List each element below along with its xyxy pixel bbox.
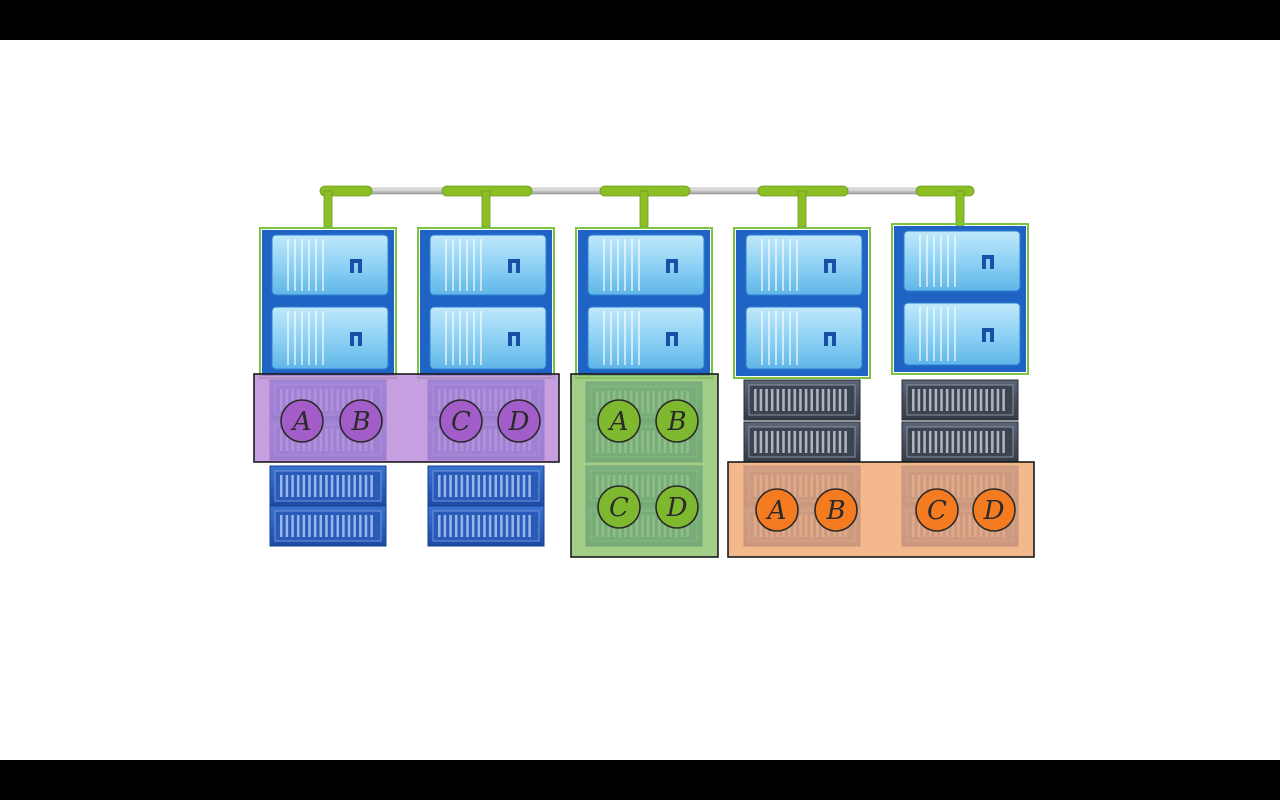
vendor-logo-icon xyxy=(824,259,836,273)
pool-green-disk-c: C xyxy=(597,485,641,529)
disk-label: A xyxy=(608,407,629,437)
disk-label: B xyxy=(350,407,370,437)
pool-green-disk-a: A xyxy=(597,399,641,443)
node-4-shelf-2 xyxy=(743,421,861,463)
node-5-controller-top xyxy=(894,226,1026,298)
pool-purple-disk-c: C xyxy=(439,399,483,443)
disk-icon xyxy=(755,488,799,532)
disk-icon xyxy=(655,485,699,529)
pool-green-frame xyxy=(570,373,719,558)
node-2-shelf-3 xyxy=(427,465,545,507)
disk-icon xyxy=(814,488,858,532)
node-1-shelf-4 xyxy=(269,505,387,547)
node-4-shelf-1 xyxy=(743,379,861,421)
node-2-controller-bottom xyxy=(420,302,552,376)
disk-icon xyxy=(655,399,699,443)
vendor-logo-icon xyxy=(982,328,994,342)
node-5-controller-bottom xyxy=(894,298,1026,372)
disk-icon xyxy=(597,485,641,529)
node-3-controller-bottom xyxy=(578,302,710,376)
disk-label: B xyxy=(666,407,686,437)
disk-icon xyxy=(597,399,641,443)
disk-label: D xyxy=(666,493,688,523)
disk-label: A xyxy=(291,407,312,437)
controller-outline xyxy=(891,223,1029,375)
vendor-logo-icon xyxy=(350,259,362,273)
node-4-controller-bottom xyxy=(736,302,868,376)
disk-label: D xyxy=(508,407,530,437)
vendor-logo-icon xyxy=(666,332,678,346)
node-2-controller-top xyxy=(420,230,552,302)
pool-green: A B C D xyxy=(570,373,719,558)
vendor-logo-icon xyxy=(824,332,836,346)
disk-label: D xyxy=(983,496,1005,526)
node-1-controller-bottom xyxy=(262,302,394,376)
vendor-logo-icon xyxy=(350,332,362,346)
node-1-uplink xyxy=(323,190,333,228)
node-1-controller-top xyxy=(262,230,394,302)
disk-icon xyxy=(339,399,383,443)
node-2-shelf-4 xyxy=(427,505,545,547)
node-5-shelf-2 xyxy=(901,421,1019,463)
node-5-uplink xyxy=(955,190,965,228)
vendor-logo-icon xyxy=(982,255,994,269)
disk-label: C xyxy=(927,496,947,526)
node-3-controller-top xyxy=(578,230,710,302)
pool-purple-disk-d: D xyxy=(497,399,541,443)
node-1-shelf-3 xyxy=(269,465,387,507)
disk-icon xyxy=(280,399,324,443)
node-3-uplink xyxy=(639,190,649,228)
interconnect-segment xyxy=(319,185,373,197)
disk-icon xyxy=(439,399,483,443)
pool-green-disk-d: D xyxy=(655,485,699,529)
node-5-shelf-1 xyxy=(901,379,1019,421)
pool-green-disk-b: B xyxy=(655,399,699,443)
cluster-interconnect xyxy=(319,185,975,228)
diagram-canvas: A B C D A B C D A B C D xyxy=(0,40,1280,760)
interconnect-segment xyxy=(915,185,975,197)
vendor-logo-icon xyxy=(508,332,520,346)
node-4-uplink xyxy=(797,190,807,228)
node-2-uplink xyxy=(481,190,491,228)
disk-label: C xyxy=(609,493,629,523)
disk-icon xyxy=(915,488,959,532)
vendor-logo-icon xyxy=(508,259,520,273)
pool-orange-disk-b: B xyxy=(814,488,858,532)
pool-orange: A B C D xyxy=(727,461,1035,558)
disk-icon xyxy=(497,399,541,443)
pool-orange-disk-c: C xyxy=(915,488,959,532)
pool-purple: A B C D xyxy=(253,373,560,463)
disk-label: C xyxy=(451,407,471,437)
disk-label: A xyxy=(766,496,787,526)
pool-orange-disk-d: D xyxy=(972,488,1016,532)
disk-icon xyxy=(972,488,1016,532)
disk-pools: A B C D A B C D A B C D xyxy=(253,373,1035,558)
node-4-controller-top xyxy=(736,230,868,302)
pool-orange-disk-a: A xyxy=(755,488,799,532)
pool-purple-disk-a: A xyxy=(280,399,324,443)
disk-label: B xyxy=(825,496,845,526)
storage-cluster-diagram: A B C D A B C D A B C D xyxy=(253,185,1035,558)
pool-purple-disk-b: B xyxy=(339,399,383,443)
vendor-logo-icon xyxy=(666,259,678,273)
controller-outline xyxy=(733,227,871,379)
